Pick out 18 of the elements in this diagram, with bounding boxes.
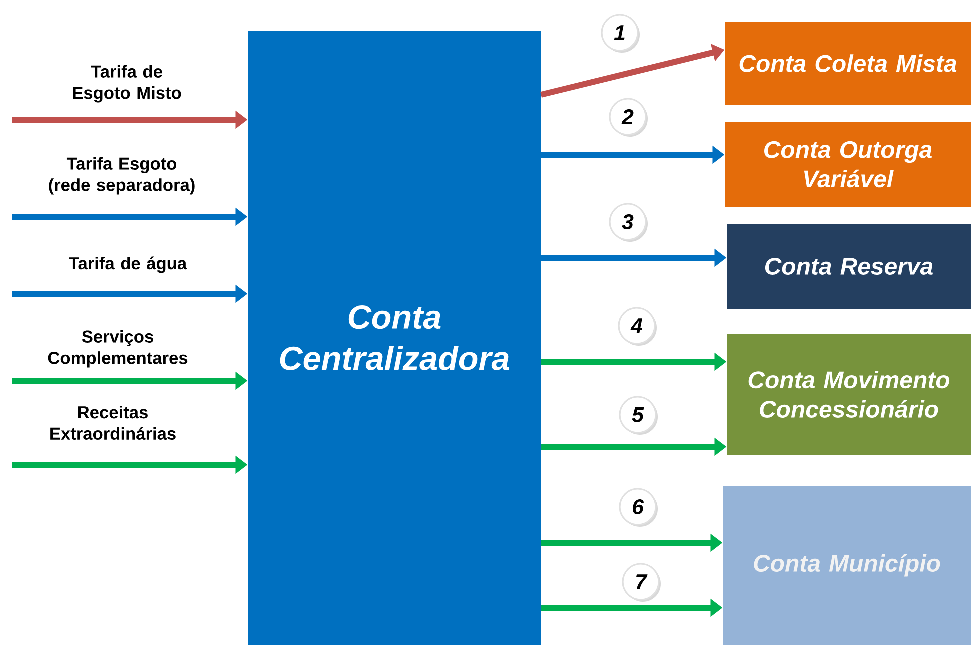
account-box: Conta Coleta Mista xyxy=(725,22,971,105)
number-badge: 2 xyxy=(609,98,648,137)
number-badge: 4 xyxy=(618,307,657,346)
account-box: Conta Município xyxy=(723,486,971,645)
edge-label: Serviços Complementares xyxy=(48,330,188,368)
number-badge: 5 xyxy=(619,396,658,435)
account-box: Conta Centralizadora xyxy=(248,31,541,645)
edge-label: Receitas Extraordinárias xyxy=(50,406,176,440)
number-badge: 7 xyxy=(622,563,661,602)
number-badge: 1 xyxy=(601,14,640,53)
number-badge: 3 xyxy=(609,203,648,242)
account-box: Conta Outorga Variável xyxy=(725,122,971,207)
account-box: Conta Movimento Concessionário xyxy=(727,334,971,455)
edge-label: Tarifa Esgoto (rede separadora) xyxy=(49,157,195,195)
number-badge: 6 xyxy=(619,488,658,527)
edge-label: Tarifa de água xyxy=(69,256,188,274)
account-box: Conta Reserva xyxy=(727,224,971,309)
edge-label: Tarifa de Esgoto Misto xyxy=(73,65,182,103)
